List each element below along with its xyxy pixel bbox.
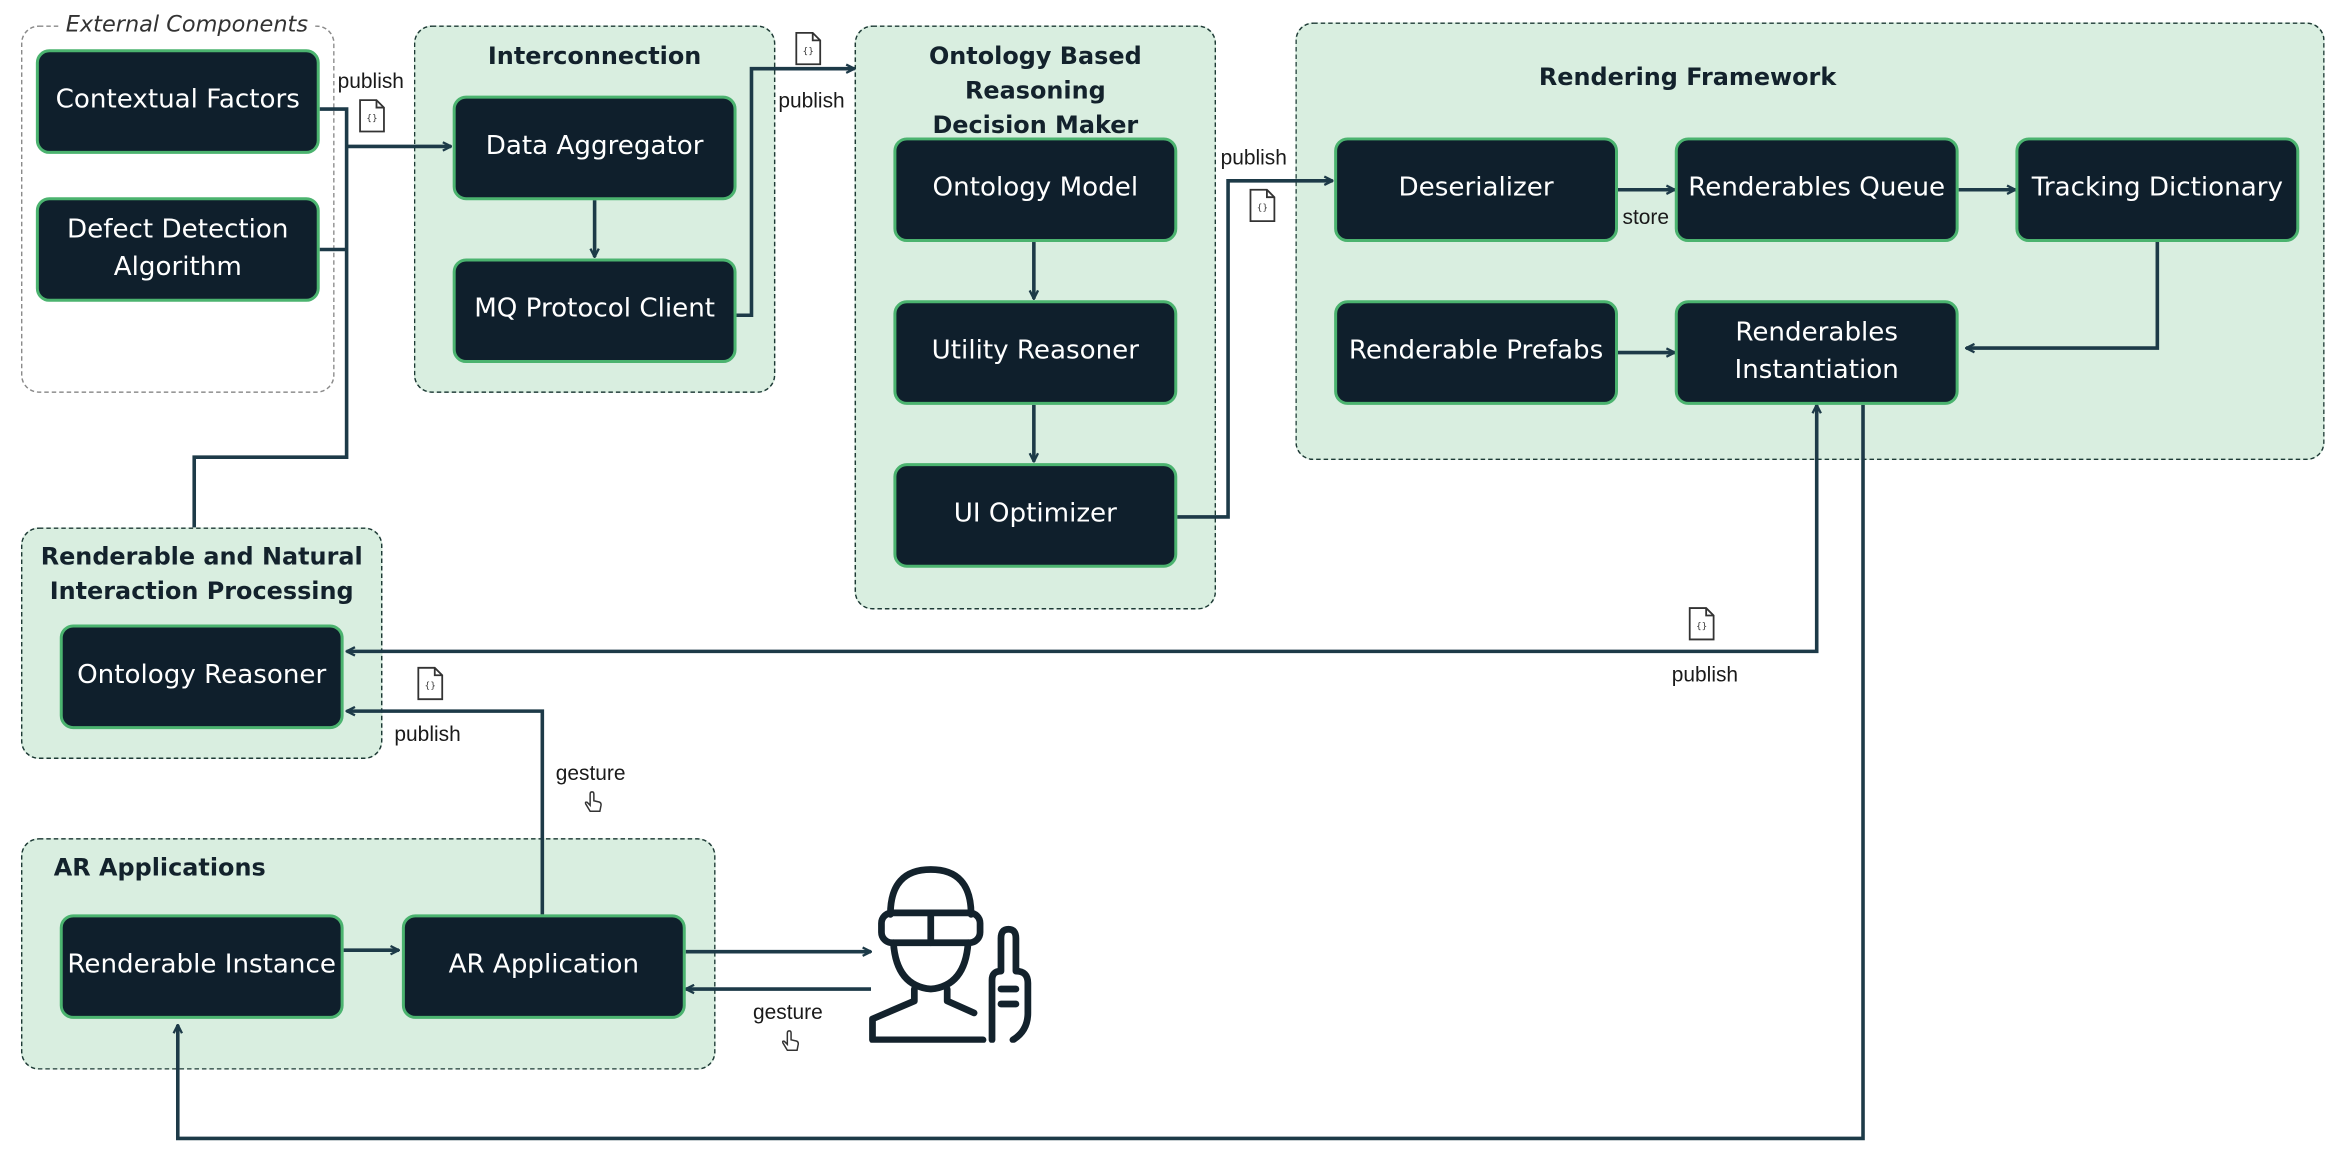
json-file-icon: {}	[795, 31, 822, 66]
hand-pointer-icon	[584, 791, 602, 812]
node-renderables-instantiation-line1: Renderables	[1735, 317, 1899, 348]
edge-instantiation-to-renderable-instance	[178, 404, 1865, 1141]
node-contextual-factors[interactable]: Contextual Factors	[35, 49, 320, 154]
node-renderable-prefabs[interactable]: Renderable Prefabs	[1334, 300, 1619, 405]
group-processing-title-line2: Interaction Processing	[49, 576, 354, 606]
node-ui-optimizer[interactable]: UI Optimizer	[893, 463, 1178, 568]
edge-label-store: store	[1622, 204, 1669, 229]
json-file-icon: {}	[359, 99, 385, 133]
node-utility-reasoner[interactable]: Utility Reasoner	[893, 300, 1178, 405]
group-ar-applications-title: AR Applications	[53, 853, 266, 882]
node-renderables-instantiation-line2: Instantiation	[1734, 355, 1899, 386]
edge-ui-to-deserializer	[1177, 181, 1332, 519]
edge-label-publish-ui: publish	[1220, 144, 1287, 169]
json-file-icon: {}	[1249, 188, 1276, 223]
node-tracking-dictionary[interactable]: Tracking Dictionary	[2015, 137, 2300, 243]
node-defect-detection-line1: Defect Detection	[67, 214, 289, 245]
node-deserializer[interactable]: Deserializer	[1334, 137, 1619, 243]
json-file-icon: {}	[417, 666, 444, 701]
node-data-aggregator[interactable]: Data Aggregator	[452, 95, 737, 201]
group-reasoning-title-line1: Ontology Based Reasoning	[928, 41, 1142, 105]
edge-label-publish-instantiation: publish	[1671, 661, 1739, 686]
svg-text:{}: {}	[366, 114, 377, 124]
edge-mq-to-reasoning	[736, 69, 855, 318]
edge-tracking-to-instantiation	[1966, 242, 2160, 348]
svg-text:{}: {}	[1257, 204, 1268, 214]
node-renderables-queue[interactable]: Renderables Queue	[1674, 137, 1959, 243]
node-defect-detection-line2: Algorithm	[113, 252, 242, 283]
edge-ar-to-ontology-reasoner	[347, 711, 545, 915]
node-mq-protocol-client[interactable]: MQ Protocol Client	[452, 258, 737, 364]
edge-label-publish-mq: publish	[778, 88, 845, 113]
edge-label-gesture-user: gesture	[752, 999, 823, 1024]
group-processing-title-line1: Renderable and Natural	[40, 542, 363, 571]
group-processing-title: Renderable and Natural Interaction Proce…	[21, 539, 383, 608]
node-ontology-reasoner[interactable]: Ontology Reasoner	[59, 624, 344, 730]
edge-label-publish-ar: publish	[394, 721, 461, 746]
group-rendering-framework-title: Rendering Framework	[1538, 62, 1837, 92]
svg-text:{}: {}	[425, 682, 436, 692]
group-external-components-title: External Components	[59, 8, 314, 42]
group-interconnection-title: Interconnection	[487, 41, 702, 71]
vr-user-icon	[869, 866, 1032, 1043]
edge-label-publish-external: publish	[337, 68, 404, 93]
edge-instantiation-to-ontology-reasoner	[347, 405, 1817, 652]
edge-label-gesture-ar: gesture	[555, 760, 626, 785]
svg-text:{}: {}	[1696, 622, 1707, 632]
svg-text:{}: {}	[803, 47, 814, 57]
node-renderable-instance[interactable]: Renderable Instance	[59, 914, 344, 1019]
group-reasoning-title-line2: Decision Maker	[932, 111, 1139, 140]
node-ar-application[interactable]: AR Application	[401, 914, 686, 1019]
bus-external-to-processing	[192, 107, 349, 528]
node-defect-detection-algorithm[interactable]: Defect Detection Algorithm	[35, 197, 320, 302]
json-file-icon: {}	[1688, 607, 1715, 641]
hand-pointer-icon	[781, 1030, 800, 1052]
node-renderables-instantiation[interactable]: Renderables Instantiation	[1674, 300, 1959, 405]
group-reasoning-title: Ontology Based Reasoning Decision Maker	[855, 39, 1217, 143]
node-ontology-model[interactable]: Ontology Model	[893, 137, 1178, 243]
